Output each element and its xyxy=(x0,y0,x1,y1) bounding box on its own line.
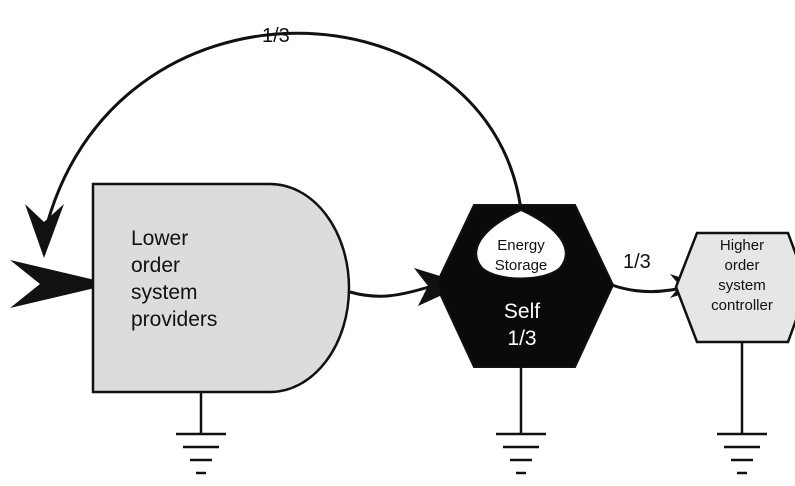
lower-label-line1: Lower xyxy=(131,227,188,250)
feedback-arrowhead xyxy=(25,204,64,258)
ground-symbol-self xyxy=(496,367,546,475)
energy-storage-shape xyxy=(475,208,567,280)
self-label-line1: Self xyxy=(504,300,540,323)
higher-order-controller-hexagon xyxy=(674,231,795,344)
higher-label-line4: controller xyxy=(711,297,773,314)
lower-label-line2: order xyxy=(131,254,180,277)
lower-to-self-connector xyxy=(349,284,433,298)
storage-label-line1: Energy xyxy=(497,237,545,254)
storage-label-line2: Storage xyxy=(495,257,548,274)
output-label: 1/3 xyxy=(623,251,651,273)
lower-label-line3: system xyxy=(131,281,198,304)
ground-symbol-lower xyxy=(176,392,226,475)
ground-symbol-higher xyxy=(717,342,767,475)
lower-order-providers-shape xyxy=(91,182,351,394)
self-label-line2: 1/3 xyxy=(507,327,536,350)
higher-label-line2: order xyxy=(724,257,759,274)
higher-label-line3: system xyxy=(718,277,766,294)
lower-label-line4: providers xyxy=(131,308,217,331)
feedback-label: 1/3 xyxy=(262,25,290,47)
input-arrowhead xyxy=(10,260,112,308)
feedback-arc xyxy=(42,31,523,237)
higher-label-line1: Higher xyxy=(720,237,764,254)
